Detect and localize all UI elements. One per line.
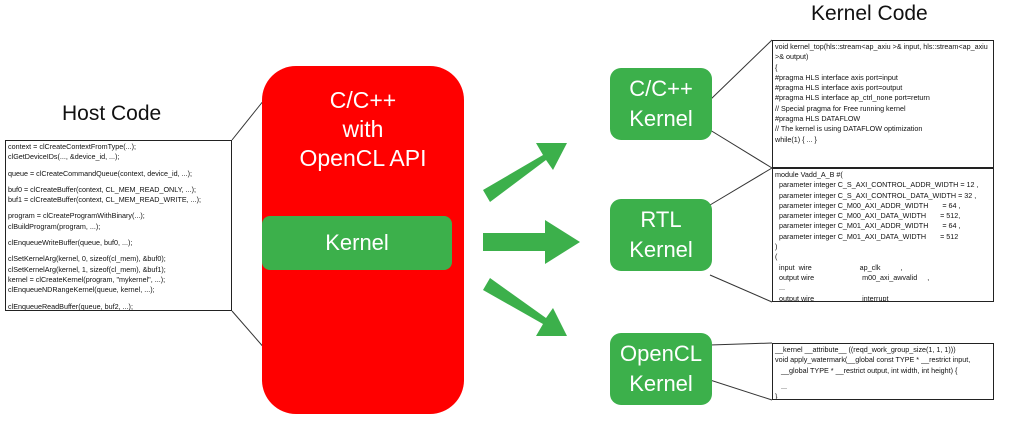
cpp-code-line: #pragma HLS interface ap_ctrl_none port=… — [775, 93, 930, 103]
host-code-title: Host Code — [62, 102, 162, 125]
opencl-code-line: ... — [775, 381, 787, 391]
opencl-code-line: } — [775, 392, 778, 400]
opencl-kernel-line-1: OpenCL — [620, 341, 702, 366]
rtl-code-line: parameter integer C_S_AXI_CONTROL_DATA_W… — [775, 190, 977, 200]
cpp-connector-top — [709, 39, 773, 101]
cpp-code-line: >& output) — [775, 52, 809, 62]
host-code-line: buf0 = clCreateBuffer(context, CL_MEM_RE… — [8, 184, 196, 194]
rtl-kernel-code-box: module Vadd_A_B #( parameter integer C_S… — [772, 168, 994, 302]
opencl-kernel-box: OpenCL Kernel — [610, 333, 712, 405]
host-title-line-2: with — [342, 116, 384, 142]
rtl-code-line: output wire interrupt — [775, 293, 889, 302]
opencl-code-line: __global TYPE * __restrict output, int w… — [775, 365, 958, 375]
host-code-line: queue = clCreateCommandQueue(context, de… — [8, 168, 192, 178]
arrow-down-right — [483, 278, 567, 336]
arrow-up-right — [483, 143, 567, 202]
opencl-kernel-code-box: __kernel __attribute__ ((reqd_work_group… — [772, 343, 994, 400]
opencl-kernel-code-lines: __kernel __attribute__ ((reqd_work_group… — [775, 345, 991, 400]
host-code-line: clEnqueueNDRangeKernel(queue, kernel, ..… — [8, 285, 155, 295]
rtl-code-line: output wire m00_axi_awvalid , — [775, 272, 930, 282]
opencl-connector-top — [709, 342, 773, 346]
rtl-code-line: parameter integer C_M01_AXI_DATA_WIDTH =… — [775, 231, 959, 241]
rtl-kernel-line-2: Kernel — [629, 237, 693, 262]
rtl-code-line: input wire ap_clk , — [775, 262, 903, 272]
rtl-code-line: ( — [775, 252, 778, 262]
rtl-code-line: parameter integer C_M00_AXI_DATA_WIDTH =… — [775, 211, 961, 221]
cpp-code-line: // The kernel is using DATAFLOW optimiza… — [775, 124, 923, 134]
host-code-line: buf1 = clCreateBuffer(context, CL_MEM_RE… — [8, 195, 201, 205]
cpp-kernel-line-1: C/C++ — [629, 76, 693, 101]
rtl-connector-bottom — [709, 274, 773, 303]
host-connector-top — [231, 99, 265, 141]
rtl-connector-top — [709, 167, 773, 206]
host-code-line: kernel = clCreateKernel(program, "mykern… — [8, 274, 166, 284]
rtl-kernel-line-1: RTL — [640, 207, 682, 232]
cpp-kernel-code-lines: void kernel_top(hls::stream<ap_axiu >& i… — [775, 42, 991, 145]
host-connector-bottom — [231, 310, 267, 351]
rtl-code-line: parameter integer C_M01_AXI_ADDR_WIDTH =… — [775, 221, 961, 231]
rtl-code-line: module Vadd_A_B #( — [775, 170, 843, 179]
rtl-kernel-box: RTL Kernel — [610, 199, 712, 271]
host-code-line: clGetDeviceIDs(..., &device_id, ...); — [8, 152, 120, 162]
cpp-code-line: #pragma HLS interface axis port=output — [775, 83, 903, 93]
cpp-code-line: #pragma HLS DATAFLOW — [775, 114, 861, 124]
rtl-code-line: parameter integer C_S_AXI_CONTROL_ADDR_W… — [775, 180, 979, 190]
host-title-line-3: OpenCL API — [299, 145, 427, 171]
host-code-line: clBuildProgram(program, ...); — [8, 221, 101, 231]
cpp-code-line: // Special pragma for Free running kerne… — [775, 103, 906, 113]
cpp-kernel-box: C/C++ Kernel — [610, 68, 712, 140]
host-code-lines: context = clCreateContextFromType(...);c… — [8, 142, 229, 311]
host-title-line-1: C/C++ — [329, 87, 397, 113]
opencl-code-line: void apply_watermark(__global const TYPE… — [775, 355, 971, 365]
rtl-code-line: parameter integer C_M00_AXI_ADDR_WIDTH =… — [775, 200, 961, 210]
host-application-title: C/C++ with OpenCL API — [262, 86, 464, 173]
kernel-code-title: Kernel Code — [811, 2, 928, 25]
host-code-line: program = clCreateProgramWithBinary(...)… — [8, 211, 145, 221]
host-code-box: context = clCreateContextFromType(...);c… — [5, 140, 232, 311]
rtl-code-line: ) — [775, 242, 778, 252]
host-code-line: clSetKernelArg(kernel, 0, sizeof(cl_mem)… — [8, 254, 166, 264]
cpp-kernel-code-box: void kernel_top(hls::stream<ap_axiu >& i… — [772, 40, 994, 168]
cpp-kernel-line-2: Kernel — [629, 106, 693, 131]
cpp-code-line: { — [775, 62, 778, 72]
opencl-kernel-line-2: Kernel — [629, 371, 693, 396]
cpp-code-line: void kernel_top(hls::stream<ap_axiu >& i… — [775, 42, 988, 51]
host-code-line: context = clCreateContextFromType(...); — [8, 142, 137, 151]
cpp-code-line: while(1) { ... } — [775, 134, 817, 144]
center-kernel-box: Kernel — [262, 216, 452, 270]
host-code-line: clEnqueueWriteBuffer(queue, buf0, ...); — [8, 238, 133, 248]
rtl-kernel-code-lines: module Vadd_A_B #( parameter integer C_S… — [775, 170, 991, 302]
rtl-code-line: ... — [775, 283, 785, 293]
center-kernel-label: Kernel — [325, 230, 389, 255]
arrow-right — [483, 220, 580, 264]
opencl-code-line: __kernel __attribute__ ((reqd_work_group… — [775, 345, 956, 354]
opencl-connector-bottom — [709, 379, 773, 401]
host-code-line: clSetKernelArg(kernel, 1, sizeof(cl_mem)… — [8, 264, 166, 274]
host-code-line: clEnqueueReadBuffer(queue, buf2, ...); — [8, 301, 133, 311]
cpp-code-line: #pragma HLS interface axis port=input — [775, 72, 898, 82]
cpp-connector-bottom — [709, 129, 773, 169]
